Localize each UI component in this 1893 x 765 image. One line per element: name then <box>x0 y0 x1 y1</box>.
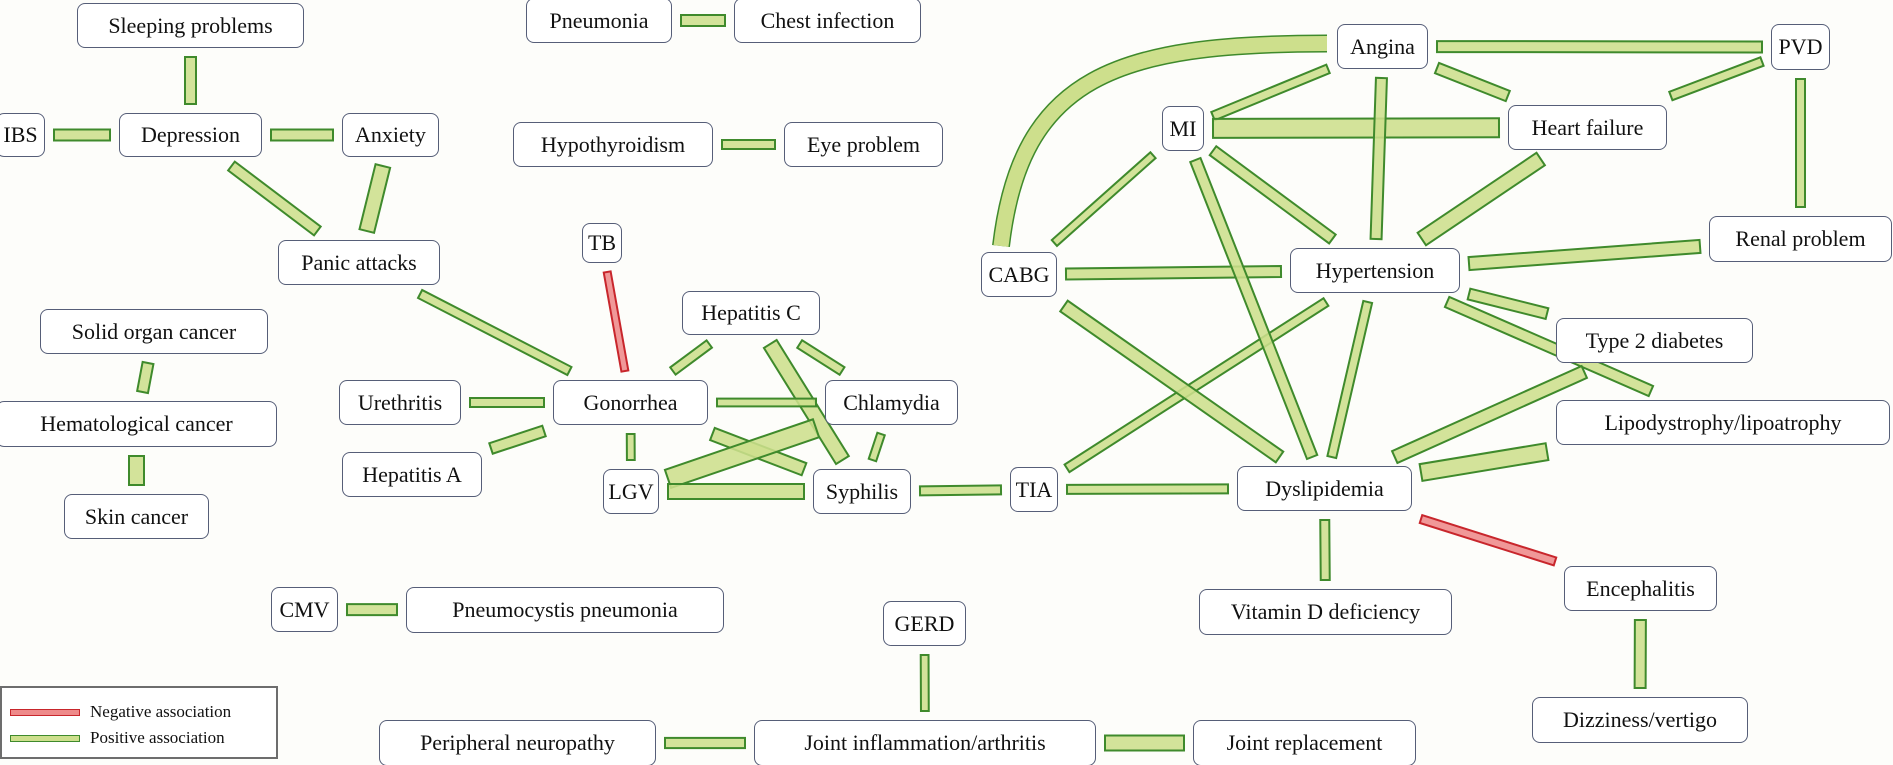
node-hepatitis-a[interactable]: Hepatitis A <box>342 452 482 497</box>
node-tb[interactable]: TB <box>582 223 622 263</box>
node-pneumocystis-pneumonia[interactable]: Pneumocystis pneumonia <box>406 587 724 633</box>
node-cmv[interactable]: CMV <box>271 587 338 632</box>
node-sleeping[interactable]: Sleeping problems <box>77 3 304 48</box>
edge-cmv-pcp[interactable] <box>345 603 399 617</box>
legend-item-positive: Positive association <box>10 728 225 748</box>
negative-association-swatch <box>10 708 80 716</box>
edge-dyslip-enceph[interactable] <box>1418 513 1558 567</box>
node-renal-problem[interactable]: Renal problem <box>1709 216 1892 262</box>
node-eye-problem[interactable]: Eye problem <box>784 122 943 167</box>
node-vitamin-d-deficiency[interactable]: Vitamin D deficiency <box>1199 589 1452 635</box>
node-ibs[interactable]: IBS <box>0 113 45 157</box>
node-lipodystrophy[interactable]: Lipodystrophy/lipoatrophy <box>1556 400 1890 445</box>
edge-pvd-renal[interactable] <box>1795 78 1806 208</box>
node-depression[interactable]: Depression <box>119 113 262 157</box>
edge-lgv-syphilis[interactable] <box>667 483 805 500</box>
edge-gonorrhea-chlamydia[interactable] <box>716 397 817 408</box>
edge-panic-gonorrhea[interactable] <box>416 288 573 377</box>
edge-syphilis-tia[interactable] <box>918 484 1003 497</box>
edge-ibs-depression[interactable] <box>53 128 111 142</box>
node-dizziness-vertigo[interactable]: Dizziness/vertigo <box>1532 697 1748 743</box>
edge-tia-dyslip[interactable] <box>1065 483 1230 495</box>
positive-association-swatch <box>10 734 80 742</box>
edge-chlamydia-syphilis[interactable] <box>867 431 887 463</box>
node-panic-attacks[interactable]: Panic attacks <box>278 240 440 285</box>
edge-tb-gonorrhea[interactable] <box>602 270 630 373</box>
node-syphilis[interactable]: Syphilis <box>813 469 911 514</box>
edge-angina-htn[interactable] <box>1369 76 1388 241</box>
edge-solid-hemato[interactable] <box>135 360 155 395</box>
edge-cabg-htn[interactable] <box>1064 265 1283 281</box>
edge-chlamydia-lgv[interactable] <box>663 418 821 490</box>
node-solid-organ-cancer[interactable]: Solid organ cancer <box>40 309 268 354</box>
node-pvd[interactable]: PVD <box>1771 24 1830 70</box>
node-hypertension[interactable]: Hypertension <box>1290 248 1460 293</box>
edge-hemato-skin[interactable] <box>128 455 145 486</box>
edge-gonorrhea-lgv[interactable] <box>625 432 636 462</box>
edge-mi-htn[interactable] <box>1208 144 1338 245</box>
edge-cabg-angina[interactable] <box>993 36 1328 247</box>
node-urethritis[interactable]: Urethritis <box>339 380 461 425</box>
edge-htn-renal[interactable] <box>1467 238 1702 272</box>
legend: Negative association Positive associatio… <box>0 686 278 759</box>
edge-angina-hf[interactable] <box>1433 61 1512 103</box>
edge-gerd-joint[interactable] <box>919 653 930 713</box>
node-tia[interactable]: TIA <box>1010 467 1058 512</box>
edge-urethritis-gonorrhea[interactable] <box>469 397 545 408</box>
edge-joint-jointrep[interactable] <box>1104 734 1185 752</box>
node-mi[interactable]: MI <box>1162 106 1204 151</box>
edge-anxiety-panic[interactable] <box>358 162 392 235</box>
edge-mi-hf[interactable] <box>1211 117 1501 139</box>
edge-angina-pvd[interactable] <box>1435 40 1764 54</box>
edge-htn-dyslip[interactable] <box>1326 299 1374 460</box>
node-gonorrhea[interactable]: Gonorrhea <box>553 380 708 425</box>
edge-dyslip-lipo[interactable] <box>1418 442 1550 483</box>
edge-depression-panic[interactable] <box>226 160 323 237</box>
edge-htn-lipo[interactable] <box>1443 295 1655 398</box>
edge-mi-angina[interactable] <box>1209 63 1332 122</box>
node-joint-replacement[interactable]: Joint replacement <box>1193 720 1416 765</box>
node-dyslipidemia[interactable]: Dyslipidemia <box>1237 466 1412 511</box>
node-hypothyroidism[interactable]: Hypothyroidism <box>513 122 713 167</box>
edge-cabg-dyslip[interactable] <box>1058 299 1285 464</box>
node-joint-inflammation[interactable]: Joint inflammation/arthritis <box>754 720 1096 765</box>
node-chest-infection[interactable]: Chest infection <box>734 0 921 43</box>
edge-cabg-mi[interactable] <box>1050 150 1158 248</box>
node-gerd[interactable]: GERD <box>883 601 966 646</box>
edge-depression-anxiety[interactable] <box>270 128 334 142</box>
edge-hepc-gonorrhea[interactable] <box>668 338 714 377</box>
node-heart-failure[interactable]: Heart failure <box>1508 105 1667 150</box>
legend-label-positive: Positive association <box>90 728 225 747</box>
edge-hepa-gonorrhea[interactable] <box>488 424 547 455</box>
node-lgv[interactable]: LGV <box>603 469 659 514</box>
node-hepatitis-c[interactable]: Hepatitis C <box>682 291 820 335</box>
edge-pneumonia-chest[interactable] <box>680 14 726 27</box>
node-skin-cancer[interactable]: Skin cancer <box>64 494 209 539</box>
edge-enceph-dizzy[interactable] <box>1633 618 1647 690</box>
edge-dyslip-t2d[interactable] <box>1390 364 1589 465</box>
edge-mi-dyslip[interactable] <box>1188 156 1319 461</box>
node-chlamydia[interactable]: Chlamydia <box>825 380 958 425</box>
edge-htn-t2d[interactable] <box>1466 287 1550 321</box>
node-cabg[interactable]: CABG <box>981 252 1057 297</box>
edge-periph-joint[interactable] <box>664 736 746 750</box>
edge-hypothyroid-eye[interactable] <box>721 139 776 150</box>
edge-hf-htn[interactable] <box>1416 151 1547 247</box>
node-anxiety[interactable]: Anxiety <box>342 113 439 157</box>
node-angina[interactable]: Angina <box>1337 24 1428 69</box>
edge-pvd-hf[interactable] <box>1667 56 1765 102</box>
node-hematological-cancer[interactable]: Hematological cancer <box>0 401 277 447</box>
node-peripheral-neuropathy[interactable]: Peripheral neuropathy <box>379 720 656 765</box>
node-encephalitis[interactable]: Encephalitis <box>1564 566 1717 611</box>
legend-label-negative: Negative association <box>90 702 232 721</box>
edge-dyslip-vitd[interactable] <box>1319 518 1331 582</box>
node-type-2-diabetes[interactable]: Type 2 diabetes <box>1556 318 1753 363</box>
node-pneumonia[interactable]: Pneumonia <box>526 0 672 43</box>
edge-hepc-chlamydia[interactable] <box>795 338 846 377</box>
edge-sleeping-depression[interactable] <box>184 56 197 105</box>
legend-item-negative: Negative association <box>10 702 231 722</box>
